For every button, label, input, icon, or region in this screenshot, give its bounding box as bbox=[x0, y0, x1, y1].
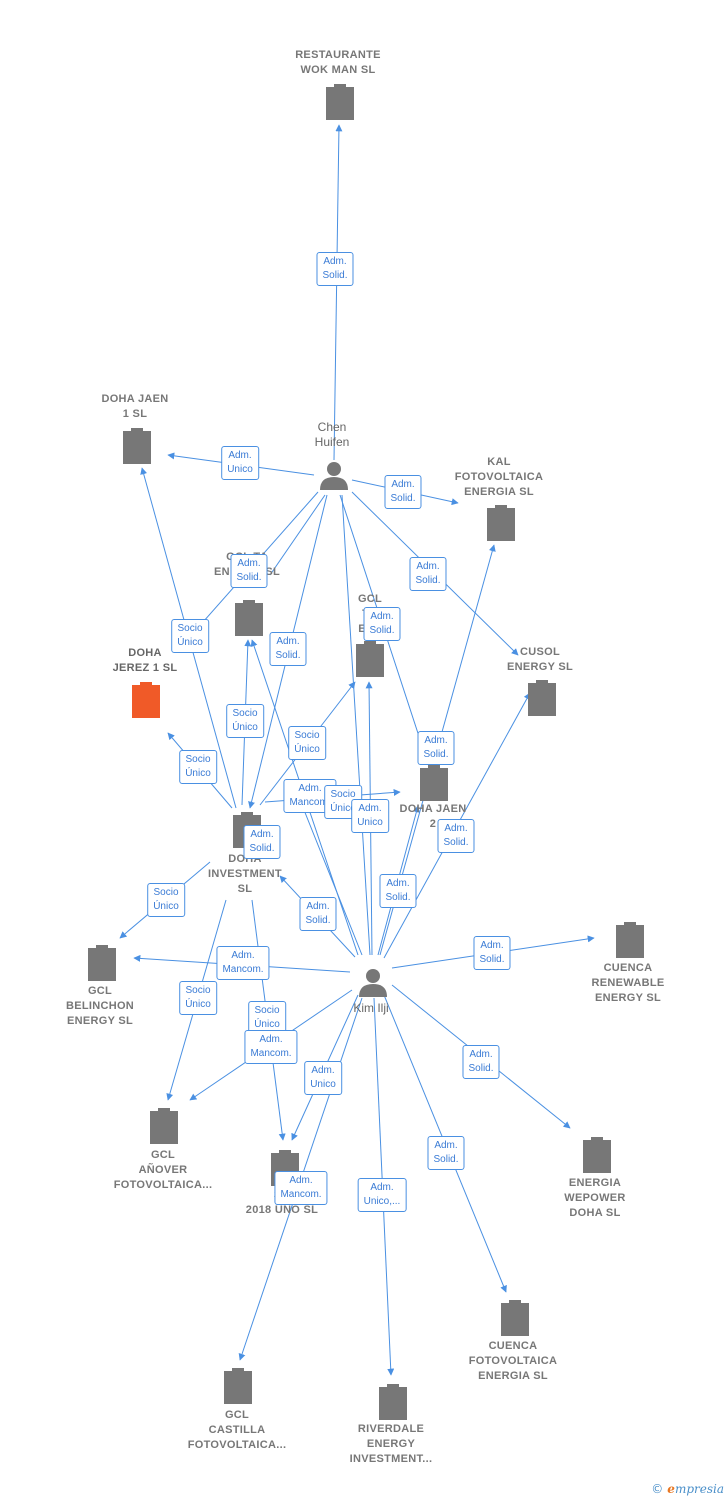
building-icon bbox=[326, 84, 354, 120]
person-chen-huifen[interactable]: Chen Huifen bbox=[267, 420, 397, 450]
company-label: GCL AÑOVER FOTOVOLTAICA... bbox=[113, 1149, 213, 1191]
building-icon bbox=[487, 505, 515, 541]
edge-kim-mancom-top bbox=[299, 799, 363, 956]
building-icon bbox=[132, 682, 160, 718]
building-icon bbox=[150, 1108, 178, 1144]
company-label: GCL CASTILLA FOTOVOLTAICA... bbox=[187, 1409, 287, 1451]
building-icon bbox=[583, 1137, 611, 1173]
company-restaurante-wok-man[interactable]: RESTAURANTE WOK MAN SL bbox=[273, 48, 403, 78]
building-icon bbox=[235, 600, 263, 636]
brand-name: mpresia bbox=[674, 1482, 724, 1496]
company-label: GCL BELINCHON ENERGY SL bbox=[65, 985, 135, 1027]
relation-label[interactable]: Socio Único bbox=[179, 981, 217, 1015]
edge-chen-gclta bbox=[269, 494, 326, 576]
relation-label[interactable]: Adm. Solid. bbox=[473, 936, 511, 970]
footer-brand: ©empresia bbox=[651, 1482, 724, 1496]
company-label: CUENCA RENEWABLE ENERGY SL bbox=[591, 962, 665, 1004]
building-icon bbox=[616, 922, 644, 958]
relation-label[interactable]: Adm. Solid. bbox=[230, 554, 268, 588]
relation-label[interactable]: Adm. Solid. bbox=[437, 819, 475, 853]
company-energia-wepower[interactable]: ENERGIA WEPOWER DOHA SL bbox=[530, 1176, 660, 1221]
relation-label[interactable]: Adm. Solid. bbox=[462, 1045, 500, 1079]
relation-label[interactable]: Socio Único bbox=[248, 1001, 286, 1035]
company-gcl-castilla[interactable]: GCL CASTILLA FOTOVOLTAICA... bbox=[172, 1408, 302, 1453]
building-icon bbox=[88, 945, 116, 981]
edge-chen-kim bbox=[341, 494, 371, 956]
person-icon bbox=[359, 969, 387, 997]
company-label: ENERGIA WEPOWER DOHA SL bbox=[564, 1177, 626, 1219]
relation-label[interactable]: Adm. Unico bbox=[304, 1061, 342, 1095]
person-label: Chen Huifen bbox=[314, 420, 350, 449]
building-icon bbox=[356, 641, 384, 677]
company-label: CUSOL ENERGY SL bbox=[506, 646, 574, 673]
relation-label[interactable]: Adm. Solid. bbox=[269, 632, 307, 666]
company-doha-jerez-1[interactable]: DOHA JEREZ 1 SL bbox=[80, 646, 210, 676]
relation-label[interactable]: Adm. Solid. bbox=[384, 475, 422, 509]
copyright-symbol: © bbox=[651, 1482, 664, 1496]
relation-label[interactable]: Adm. Mancom. bbox=[216, 946, 270, 980]
relation-label[interactable]: Adm. Solid. bbox=[299, 897, 337, 931]
company-label: KAL FOTOVOLTAICA ENERGIA SL bbox=[454, 456, 544, 498]
relation-label[interactable]: Adm. Mancom. bbox=[244, 1030, 298, 1064]
company-kal-fotovoltaica[interactable]: KAL FOTOVOLTAICA ENERGIA SL bbox=[434, 455, 564, 500]
building-icon bbox=[501, 1300, 529, 1336]
relation-label[interactable]: Socio Único bbox=[171, 619, 209, 653]
company-cuenca-renewable[interactable]: CUENCA RENEWABLE ENERGY SL bbox=[563, 961, 693, 1006]
company-cuenca-fotovoltaica[interactable]: CUENCA FOTOVOLTAICA ENERGIA SL bbox=[448, 1339, 578, 1384]
building-icon bbox=[528, 680, 556, 716]
relation-label[interactable]: Adm. Mancom. bbox=[274, 1171, 328, 1205]
relation-label[interactable]: Socio Único bbox=[179, 750, 217, 784]
relation-label[interactable]: Adm. Solid. bbox=[316, 252, 354, 286]
company-label: RESTAURANTE WOK MAN SL bbox=[295, 49, 381, 76]
company-label: DOHA JEREZ 1 SL bbox=[112, 647, 178, 674]
relation-label[interactable]: Adm. Solid. bbox=[409, 557, 447, 591]
company-label: DOHA JAEN 2 bbox=[399, 803, 467, 830]
relation-label[interactable]: Adm. Unico bbox=[221, 446, 259, 480]
person-kim-ilji[interactable]: Kim Ilji bbox=[306, 1001, 436, 1016]
person-label: Kim Ilji bbox=[353, 1001, 389, 1015]
relation-label[interactable]: Socio Único bbox=[147, 883, 185, 917]
company-gcl-anover[interactable]: GCL AÑOVER FOTOVOLTAICA... bbox=[98, 1148, 228, 1193]
building-icon bbox=[224, 1368, 252, 1404]
edge-chen-restaurante bbox=[333, 124, 343, 461]
brand-e: e bbox=[667, 1482, 675, 1496]
person-icon bbox=[320, 462, 348, 490]
company-label: CUENCA FOTOVOLTAICA ENERGIA SL bbox=[468, 1340, 558, 1382]
relation-label[interactable]: Socio Único bbox=[288, 726, 326, 760]
relation-label[interactable]: Adm. Unico bbox=[351, 799, 389, 833]
company-doha-jaen-2[interactable]: DOHA JAEN 2 bbox=[368, 802, 498, 832]
relation-label[interactable]: Socio Único bbox=[226, 704, 264, 738]
company-riverdale[interactable]: RIVERDALE ENERGY INVESTMENT... bbox=[326, 1422, 456, 1467]
building-icon bbox=[379, 1384, 407, 1420]
relation-label[interactable]: Adm. Solid. bbox=[417, 731, 455, 765]
relation-label[interactable]: Adm. Solid. bbox=[243, 825, 281, 859]
building-icon bbox=[420, 765, 448, 801]
company-doha-jaen-1[interactable]: DOHA JAEN 1 SL bbox=[70, 392, 200, 422]
company-label: RIVERDALE ENERGY INVESTMENT... bbox=[349, 1423, 433, 1465]
relation-label[interactable]: Adm. Solid. bbox=[379, 874, 417, 908]
relation-label[interactable]: Adm. Unico,... bbox=[357, 1178, 407, 1212]
relation-label[interactable]: Adm. Solid. bbox=[363, 607, 401, 641]
company-label: DOHA JAEN 1 SL bbox=[101, 393, 169, 420]
building-icon bbox=[123, 428, 151, 464]
relation-label[interactable]: Adm. Solid. bbox=[427, 1136, 465, 1170]
company-gcl-belinchon[interactable]: GCL BELINCHON ENERGY SL bbox=[35, 984, 165, 1029]
company-cusol-energy[interactable]: CUSOL ENERGY SL bbox=[475, 645, 605, 675]
